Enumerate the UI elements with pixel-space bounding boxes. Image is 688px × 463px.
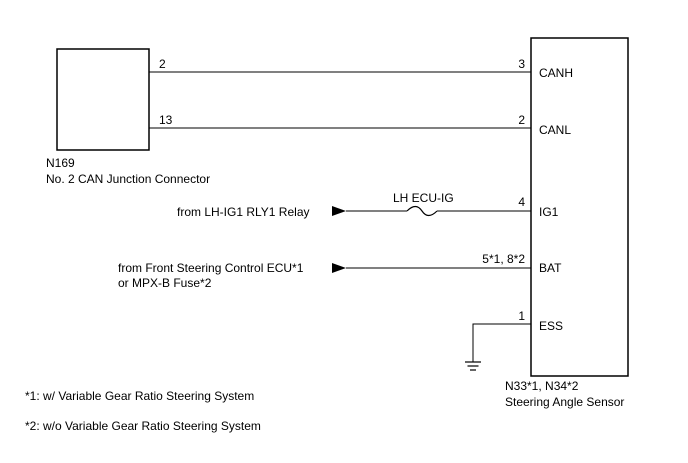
bat-input-arrow [332, 263, 346, 273]
bat-source-line2: or MPX-B Fuse*2 [118, 276, 212, 290]
sensor-pin-canh: 3 [518, 57, 525, 71]
ig1-input-arrow [332, 206, 346, 216]
bat-source-line1: from Front Steering Control ECU*1 [118, 261, 304, 275]
terminal-label-bat: BAT [539, 261, 562, 275]
footnote-2: *2: w/o Variable Gear Ratio Steering Sys… [25, 419, 261, 433]
junction-pin-canl: 13 [159, 113, 173, 127]
sensor-pin-ess: 1 [518, 309, 525, 323]
sensor-box [530, 37, 629, 377]
sensor-name: Steering Angle Sensor [505, 395, 624, 409]
terminal-label-ess: ESS [539, 319, 563, 333]
fuse-symbol [406, 205, 438, 217]
sensor-code: N33*1, N34*2 [505, 379, 579, 393]
fuse-label: LH ECU-IG [393, 191, 454, 205]
terminal-label-canl: CANL [539, 123, 571, 137]
ig1-source-label: from LH-IG1 RLY1 Relay [177, 205, 310, 219]
sensor-pin-bat: 5*1, 8*2 [482, 252, 525, 266]
junction-connector-name: No. 2 CAN Junction Connector [46, 172, 210, 186]
sensor-pin-ig1: 4 [518, 195, 525, 209]
terminal-label-canh: CANH [539, 66, 573, 80]
ground-icon [465, 361, 481, 371]
footnote-1: *1: w/ Variable Gear Ratio Steering Syst… [25, 389, 254, 403]
terminal-label-ig1: IG1 [539, 205, 559, 219]
sensor-pin-canl: 2 [518, 113, 525, 127]
junction-connector-code: N169 [46, 156, 75, 170]
junction-connector-box [56, 48, 150, 151]
ess-wire [472, 323, 531, 362]
junction-pin-canh: 2 [159, 57, 166, 71]
